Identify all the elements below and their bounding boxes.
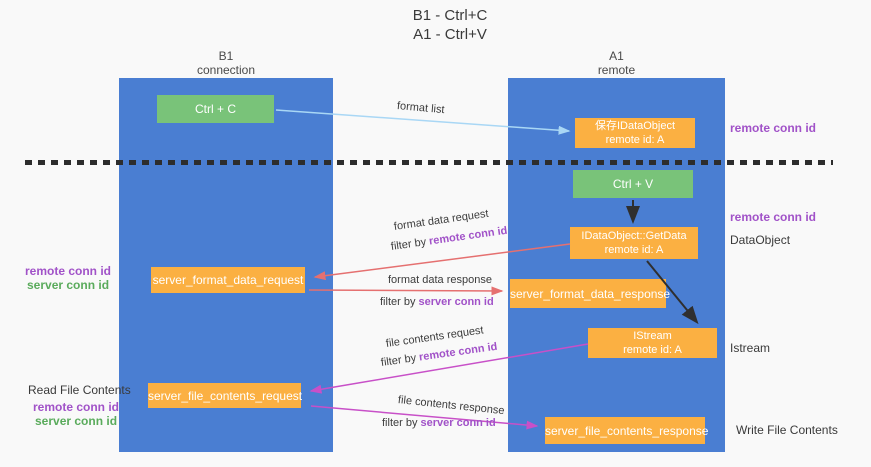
- label-format-data-response-text: format data response: [388, 274, 492, 286]
- diagram-title: B1 - Ctrl+C A1 - Ctrl+V: [330, 6, 570, 44]
- node-istream-line2: remote id: A: [623, 344, 682, 356]
- lane-b1-role: connection: [196, 63, 256, 77]
- node-ctrl-c: Ctrl + C: [157, 95, 274, 123]
- node-format-response-label: server_format_data_response: [510, 286, 671, 301]
- remote-conn-id-highlight: remote conn id: [418, 340, 499, 364]
- side-label-istream: Istream: [730, 341, 771, 355]
- node-server-file-contents-request: server_file_contents_request: [148, 383, 303, 408]
- dashed-separator: [25, 160, 833, 165]
- node-server-file-contents-response: server_file_contents_response: [545, 417, 709, 444]
- lane-a1-role: remote: [597, 63, 636, 77]
- server-conn-id-highlight: server conn id: [418, 296, 494, 308]
- side-label-left-mid-server-conn-id: server conn id: [27, 278, 110, 292]
- filter-by-prefix: filter by: [390, 235, 430, 253]
- node-server-format-data-response: server_format_data_response: [510, 279, 671, 308]
- label-filter-by-server-2: filter by server conn id: [382, 417, 496, 429]
- node-istream: IStream remote id: A: [588, 328, 717, 358]
- lane-header-b1: B1 connection: [119, 49, 333, 77]
- node-file-response-label: server_file_contents_response: [545, 423, 709, 438]
- node-ctrl-v: Ctrl + V: [573, 170, 693, 198]
- filter-by-prefix: filter by: [380, 351, 420, 369]
- label-format-data-response: format data response: [388, 274, 492, 286]
- title-line-2: A1 - Ctrl+V: [413, 26, 487, 43]
- side-label-remote-conn-id-mid: remote conn id: [730, 210, 817, 224]
- node-save-idataobject: 保存IDataObject remote id: A: [575, 118, 695, 148]
- title-line-1: B1 - Ctrl+C: [412, 7, 488, 24]
- label-filter-by-server-1: filter by server conn id: [380, 296, 494, 308]
- label-format-list: format list: [396, 100, 445, 116]
- side-label-read-file-contents: Read File Contents: [28, 383, 131, 397]
- side-label-left-bottom-server-conn-id: server conn id: [35, 414, 118, 428]
- label-format-list-text: format list: [396, 100, 446, 117]
- label-file-contents-response-text: file contents response: [397, 394, 506, 418]
- side-label-left-mid-remote-conn-id: remote conn id: [25, 264, 112, 278]
- node-save-idataobject-line1: 保存IDataObject: [594, 120, 676, 132]
- side-label-left-bottom-remote-conn-id: remote conn id: [33, 400, 120, 414]
- side-label-remote-conn-id-top: remote conn id: [730, 121, 817, 135]
- label-file-contents-response: file contents response: [397, 394, 505, 417]
- lane-header-a1: A1 remote: [508, 49, 725, 77]
- side-label-dataobject: DataObject: [730, 233, 791, 247]
- node-getdata-line2: remote id: A: [604, 244, 664, 256]
- server-conn-id-highlight: server conn id: [420, 417, 496, 429]
- arrow-format-data-response: [308, 286, 504, 296]
- lane-a1-name: A1: [609, 49, 624, 63]
- side-label-write-file-contents: Write File Contents: [736, 423, 838, 437]
- node-idataobject-getdata: IDataObject::GetData remote id: A: [570, 227, 698, 259]
- node-file-request-label: server_file_contents_request: [148, 388, 303, 403]
- node-getdata-line1: IDataObject::GetData: [581, 230, 687, 242]
- node-save-idataobject-line2: remote id: A: [605, 134, 665, 146]
- filter-by-prefix: filter by: [382, 417, 421, 429]
- node-istream-line1: IStream: [633, 330, 672, 342]
- node-server-format-data-request: server_format_data_request: [151, 267, 305, 293]
- remote-conn-id-highlight: remote conn id: [428, 224, 509, 248]
- node-ctrl-v-label: Ctrl + V: [612, 177, 654, 191]
- node-format-request-label: server_format_data_request: [152, 273, 304, 287]
- node-ctrl-c-label: Ctrl + C: [194, 102, 236, 116]
- filter-by-prefix: filter by: [380, 296, 419, 308]
- lane-b1-name: B1: [218, 49, 234, 63]
